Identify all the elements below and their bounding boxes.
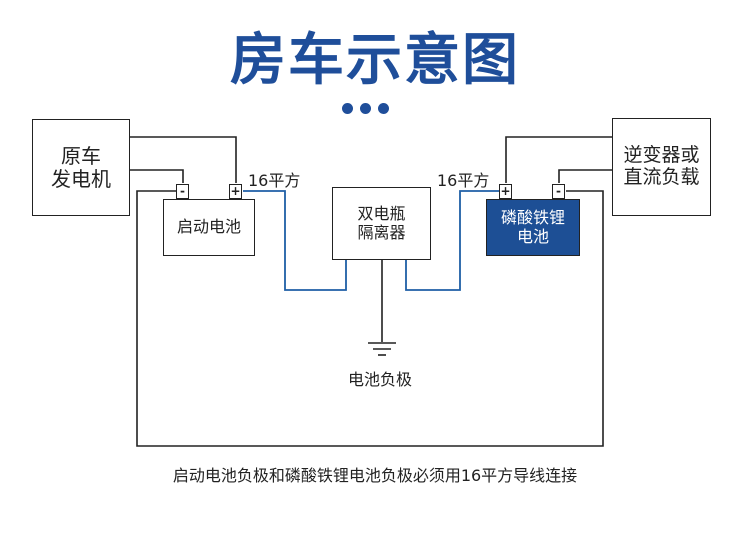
isolator-label-2: 隔离器 [357,222,406,242]
isolator-label-1: 双电瓶 [357,204,406,224]
dot-1 [342,103,353,114]
start-battery-negative-terminal: - [176,184,189,199]
ground-label: 电池负极 [348,370,413,389]
wire-label-right: 16平方 [437,171,490,190]
generator-label-2: 发电机 [51,166,111,191]
wire-generator-positive [130,136,237,183]
lifepo4-negative-terminal: - [552,184,565,199]
inverter-label-2: 直流负载 [623,166,700,188]
lifepo4-label-1: 磷酸铁锂 [500,208,565,228]
title-dots [342,103,390,115]
lifepo4-battery-box: 磷酸铁锂 电池 [486,199,580,256]
generator-box: 原车 发电机 [32,119,130,216]
dot-3 [378,103,389,114]
wire-blue-left [243,190,347,291]
wire-negative-loop [136,190,604,447]
lifepo4-label-2: 电池 [516,226,549,246]
wire-inverter-positive [505,136,612,183]
wire-inverter-negative [558,169,612,183]
lifepo4-positive-terminal: + [499,184,512,199]
isolator-box: 双电瓶 隔离器 [332,187,431,260]
wire-label-left: 16平方 [248,171,301,190]
start-battery-box: 启动电池 [163,199,255,256]
start-battery-positive-terminal: + [229,184,242,199]
dot-2 [360,103,371,114]
diagram-title: 房车示意图 [230,28,520,93]
wire-generator-negative [130,169,184,183]
generator-label-1: 原车 [61,143,101,168]
footnote: 启动电池负极和磷酸铁锂电池负极必须用16平方导线连接 [172,466,578,485]
inverter-box: 逆变器或 直流负载 [612,118,711,216]
start-battery-label: 启动电池 [176,217,241,237]
inverter-label-1: 逆变器或 [623,144,700,167]
wire-blue-right [405,190,499,291]
